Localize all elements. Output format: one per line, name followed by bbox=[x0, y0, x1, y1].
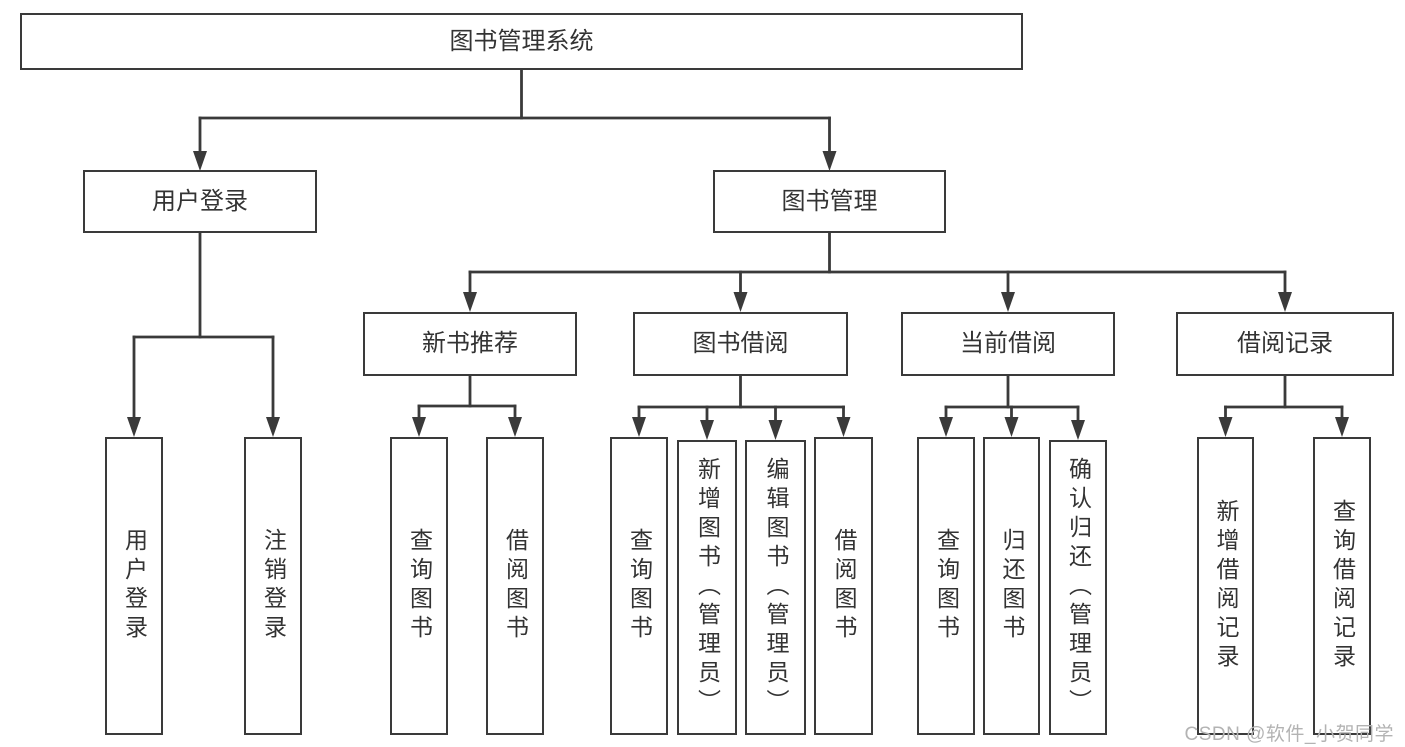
node-borrowing-records: 借阅记录 bbox=[1176, 312, 1394, 376]
leaf-query-books-current: 查询图书 bbox=[917, 437, 975, 735]
csdn-watermark: CSDN @软件_小贺同学 bbox=[1184, 724, 1394, 745]
node-book-management: 图书管理 bbox=[713, 170, 946, 233]
leaf-label: 确认归还（管理员） bbox=[1065, 457, 1092, 718]
node-label: 用户登录 bbox=[152, 187, 248, 215]
leaf-label: 借阅图书 bbox=[831, 528, 857, 644]
leaf-label: 查询图书 bbox=[406, 528, 433, 644]
leaf-label: 注销登录 bbox=[260, 528, 287, 644]
node-label: 当前借阅 bbox=[960, 330, 1056, 357]
leaf-label: 编辑图书（管理员） bbox=[763, 457, 789, 718]
leaf-confirm-return-admin: 确认归还（管理员） bbox=[1049, 440, 1107, 735]
leaf-borrow-books-recommend: 借阅图书 bbox=[486, 437, 544, 735]
leaf-query-borrowing-record: 查询借阅记录 bbox=[1313, 437, 1371, 735]
node-label: 图书管理 bbox=[781, 187, 878, 215]
leaf-label: 查询图书 bbox=[933, 528, 960, 644]
leaf-borrow-books-borrowing: 借阅图书 bbox=[814, 437, 873, 735]
leaf-label: 查询借阅记录 bbox=[1329, 499, 1356, 673]
node-label: 图书借阅 bbox=[692, 330, 789, 357]
node-new-book-recommendation: 新书推荐 bbox=[363, 312, 577, 376]
node-book-borrowing: 图书借阅 bbox=[633, 312, 848, 376]
node-library-management-system: 图书管理系统 bbox=[20, 13, 1023, 70]
leaf-label: 归还图书 bbox=[999, 528, 1025, 644]
node-label: 借阅记录 bbox=[1237, 330, 1333, 357]
leaf-edit-books-admin: 编辑图书（管理员） bbox=[745, 440, 806, 735]
leaf-return-books: 归还图书 bbox=[983, 437, 1040, 735]
leaf-label: 新增借阅记录 bbox=[1213, 499, 1239, 673]
leaf-label: 查询图书 bbox=[626, 528, 653, 644]
leaf-add-books-admin: 新增图书（管理员） bbox=[677, 440, 737, 735]
leaf-logout-login: 注销登录 bbox=[244, 437, 302, 735]
arrow-heads bbox=[127, 151, 1349, 440]
node-label: 图书管理系统 bbox=[449, 27, 594, 55]
node-current-borrowing: 当前借阅 bbox=[901, 312, 1115, 376]
node-label: 新书推荐 bbox=[422, 330, 518, 357]
leaf-label: 借阅图书 bbox=[502, 528, 529, 644]
leaf-query-books-borrowing: 查询图书 bbox=[610, 437, 668, 735]
leaf-label: 新增图书（管理员） bbox=[694, 457, 721, 718]
node-user-login: 用户登录 bbox=[83, 170, 317, 233]
leaf-add-borrowing-record: 新增借阅记录 bbox=[1197, 437, 1254, 735]
leaf-user-login: 用户登录 bbox=[105, 437, 163, 735]
leaf-query-books-recommend: 查询图书 bbox=[390, 437, 448, 735]
leaf-label: 用户登录 bbox=[121, 528, 148, 644]
